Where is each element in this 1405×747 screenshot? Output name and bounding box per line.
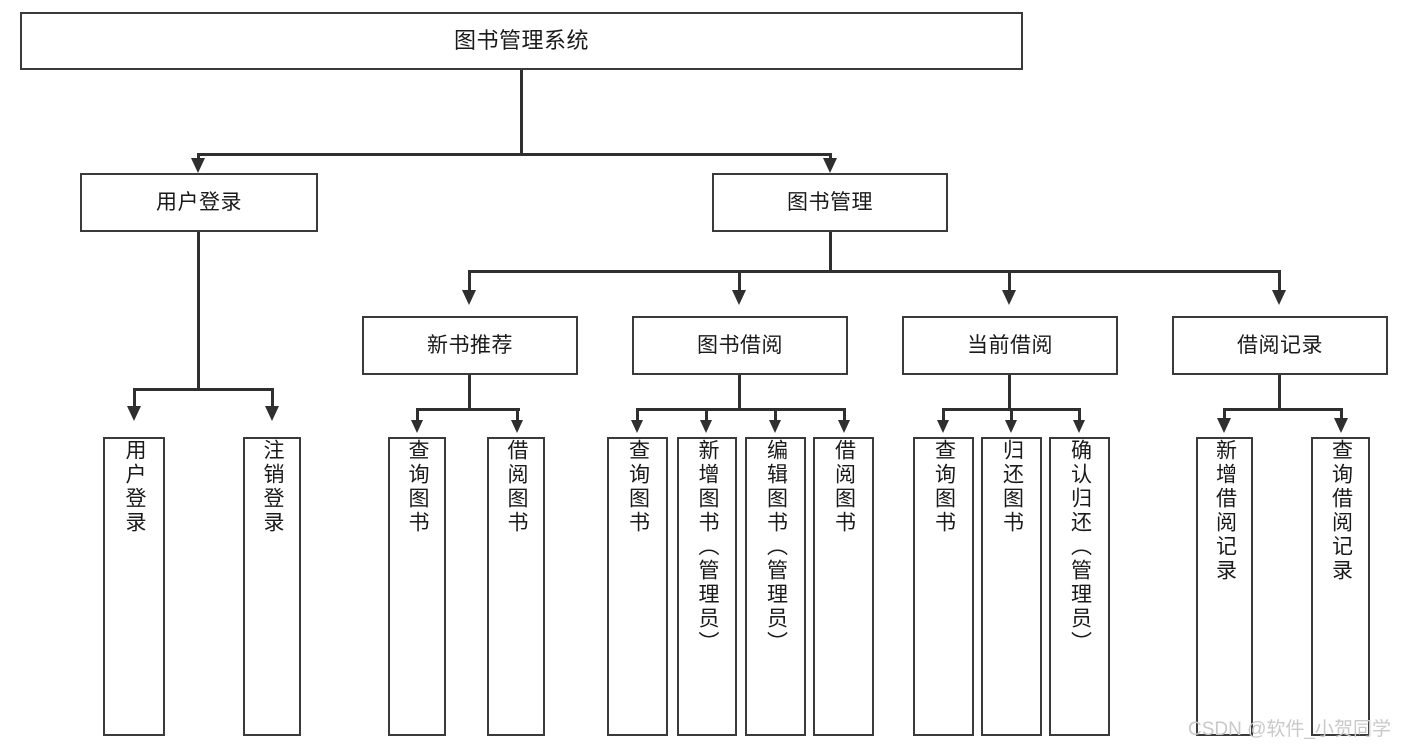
leaf-borrow-book-recommendation[interactable]: 借阅图书 xyxy=(487,437,545,736)
connector-level3-bus xyxy=(468,270,1280,273)
node-borrow-records[interactable]: 借阅记录 xyxy=(1172,316,1388,375)
connector-to-current-borrow xyxy=(1008,270,1011,292)
node-label: 图书管理 xyxy=(787,190,873,214)
connector-book-borrow-bus xyxy=(636,408,844,411)
node-label: 编辑图书（管理员） xyxy=(764,439,788,655)
node-label: 用户登录 xyxy=(123,439,147,535)
arrow-to-borrow-records xyxy=(1272,290,1286,305)
leaf-user-login[interactable]: 用户登录 xyxy=(103,437,165,736)
connector-book-borrow-trunk xyxy=(738,375,741,410)
connector-book-borrow-drop-1 xyxy=(636,408,639,422)
node-current-borrowing[interactable]: 当前借阅 xyxy=(902,316,1118,375)
node-label: 新增借阅记录 xyxy=(1213,439,1237,583)
node-label: 借阅图书 xyxy=(505,439,529,535)
arrow-to-book-borrow xyxy=(732,290,746,305)
connector-level2-bus xyxy=(197,153,830,156)
connector-to-book-borrow xyxy=(738,270,741,292)
leaf-borrow-book[interactable]: 借阅图书 xyxy=(813,437,874,736)
node-label: 图书管理系统 xyxy=(453,27,589,53)
arrow-to-book-management xyxy=(823,158,837,173)
connector-borrow-records-bus xyxy=(1223,408,1342,411)
arrow-leaf-query-book-rec xyxy=(411,420,423,433)
connector-borrow-records-drop-1 xyxy=(1223,408,1226,422)
watermark-text: CSDN @软件_小贺同学 xyxy=(1188,719,1391,740)
connector-new-book-rec-trunk xyxy=(468,375,471,410)
arrow-leaf-query-book-cb xyxy=(937,420,949,433)
node-label: 查询图书 xyxy=(626,439,650,535)
connector-current-borrow-trunk xyxy=(1008,375,1011,410)
arrow-leaf-query-book-bb xyxy=(631,420,643,433)
node-label: 图书借阅 xyxy=(697,333,783,357)
connector-new-book-rec-drop-2 xyxy=(516,408,519,422)
connector-current-borrow-drop-1 xyxy=(942,408,945,422)
connector-new-book-rec-drop-1 xyxy=(416,408,419,422)
arrow-to-current-borrow xyxy=(1002,290,1016,305)
arrow-leaf-borrow-book-bb xyxy=(838,420,850,433)
leaf-query-book-recommendation[interactable]: 查询图书 xyxy=(388,437,446,736)
connector-to-new-book-rec xyxy=(468,270,471,292)
node-label: 查询借阅记录 xyxy=(1329,439,1353,583)
connector-user-login-drop-1 xyxy=(133,388,136,410)
connector-user-login-bus xyxy=(133,388,272,391)
node-label: 注销登录 xyxy=(261,439,285,535)
connector-user-login-drop-2 xyxy=(271,388,274,410)
connector-book-borrow-drop-4 xyxy=(843,408,846,422)
leaf-query-book-current[interactable]: 查询图书 xyxy=(913,437,974,736)
leaf-query-book-borrowing[interactable]: 查询图书 xyxy=(607,437,668,736)
connector-book-borrow-drop-2 xyxy=(705,408,708,422)
arrow-leaf-borrow-book-rec xyxy=(511,420,523,433)
leaf-confirm-return-admin[interactable]: 确认归还（管理员） xyxy=(1049,437,1110,736)
node-label: 归还图书 xyxy=(1000,439,1024,535)
node-new-book-recommendation[interactable]: 新书推荐 xyxy=(362,316,578,375)
connector-book-borrow-drop-3 xyxy=(774,408,777,422)
arrow-leaf-user-login xyxy=(127,406,141,421)
node-label: 用户登录 xyxy=(156,190,242,214)
node-label: 当前借阅 xyxy=(967,333,1053,357)
node-label: 查询图书 xyxy=(406,439,430,535)
connector-new-book-rec-bus xyxy=(416,408,520,411)
node-book-borrowing[interactable]: 图书借阅 xyxy=(632,316,848,375)
node-book-management[interactable]: 图书管理 xyxy=(712,173,948,232)
connector-book-management-trunk xyxy=(829,232,832,272)
leaf-return-book[interactable]: 归还图书 xyxy=(981,437,1042,736)
connector-to-borrow-records xyxy=(1278,270,1281,292)
arrow-leaf-add-borrow-record xyxy=(1217,418,1231,433)
connector-current-borrow-drop-2 xyxy=(1010,408,1013,422)
arrow-leaf-logout xyxy=(265,406,279,421)
leaf-add-book-admin[interactable]: 新增图书（管理员） xyxy=(677,437,737,736)
arrow-leaf-add-book xyxy=(700,420,712,433)
arrow-to-user-login xyxy=(191,158,205,173)
node-label: 新增图书（管理员） xyxy=(696,439,720,655)
node-label: 借阅记录 xyxy=(1237,333,1323,357)
connector-user-login-trunk xyxy=(197,232,200,390)
node-user-login[interactable]: 用户登录 xyxy=(80,173,318,232)
connector-current-borrow-drop-3 xyxy=(1078,408,1081,422)
arrow-leaf-return-book xyxy=(1005,420,1017,433)
node-label: 查询图书 xyxy=(932,439,956,535)
connector-borrow-records-trunk xyxy=(1278,375,1281,410)
arrow-leaf-confirm-return xyxy=(1073,420,1085,433)
node-label: 借阅图书 xyxy=(832,439,856,535)
leaf-edit-book-admin[interactable]: 编辑图书（管理员） xyxy=(745,437,806,736)
connector-borrow-records-drop-2 xyxy=(1340,408,1343,422)
leaf-query-borrow-record[interactable]: 查询借阅记录 xyxy=(1311,437,1370,736)
node-label: 新书推荐 xyxy=(427,333,513,357)
arrow-leaf-edit-book xyxy=(769,420,781,433)
arrow-leaf-query-borrow-record xyxy=(1334,418,1348,433)
connector-root-trunk xyxy=(520,70,523,155)
leaf-add-borrow-record[interactable]: 新增借阅记录 xyxy=(1196,437,1253,736)
node-root-book-management-system[interactable]: 图书管理系统 xyxy=(20,12,1023,70)
arrow-to-new-book-rec xyxy=(462,290,476,305)
node-label: 确认归还（管理员） xyxy=(1068,439,1092,655)
leaf-logout[interactable]: 注销登录 xyxy=(243,437,301,736)
